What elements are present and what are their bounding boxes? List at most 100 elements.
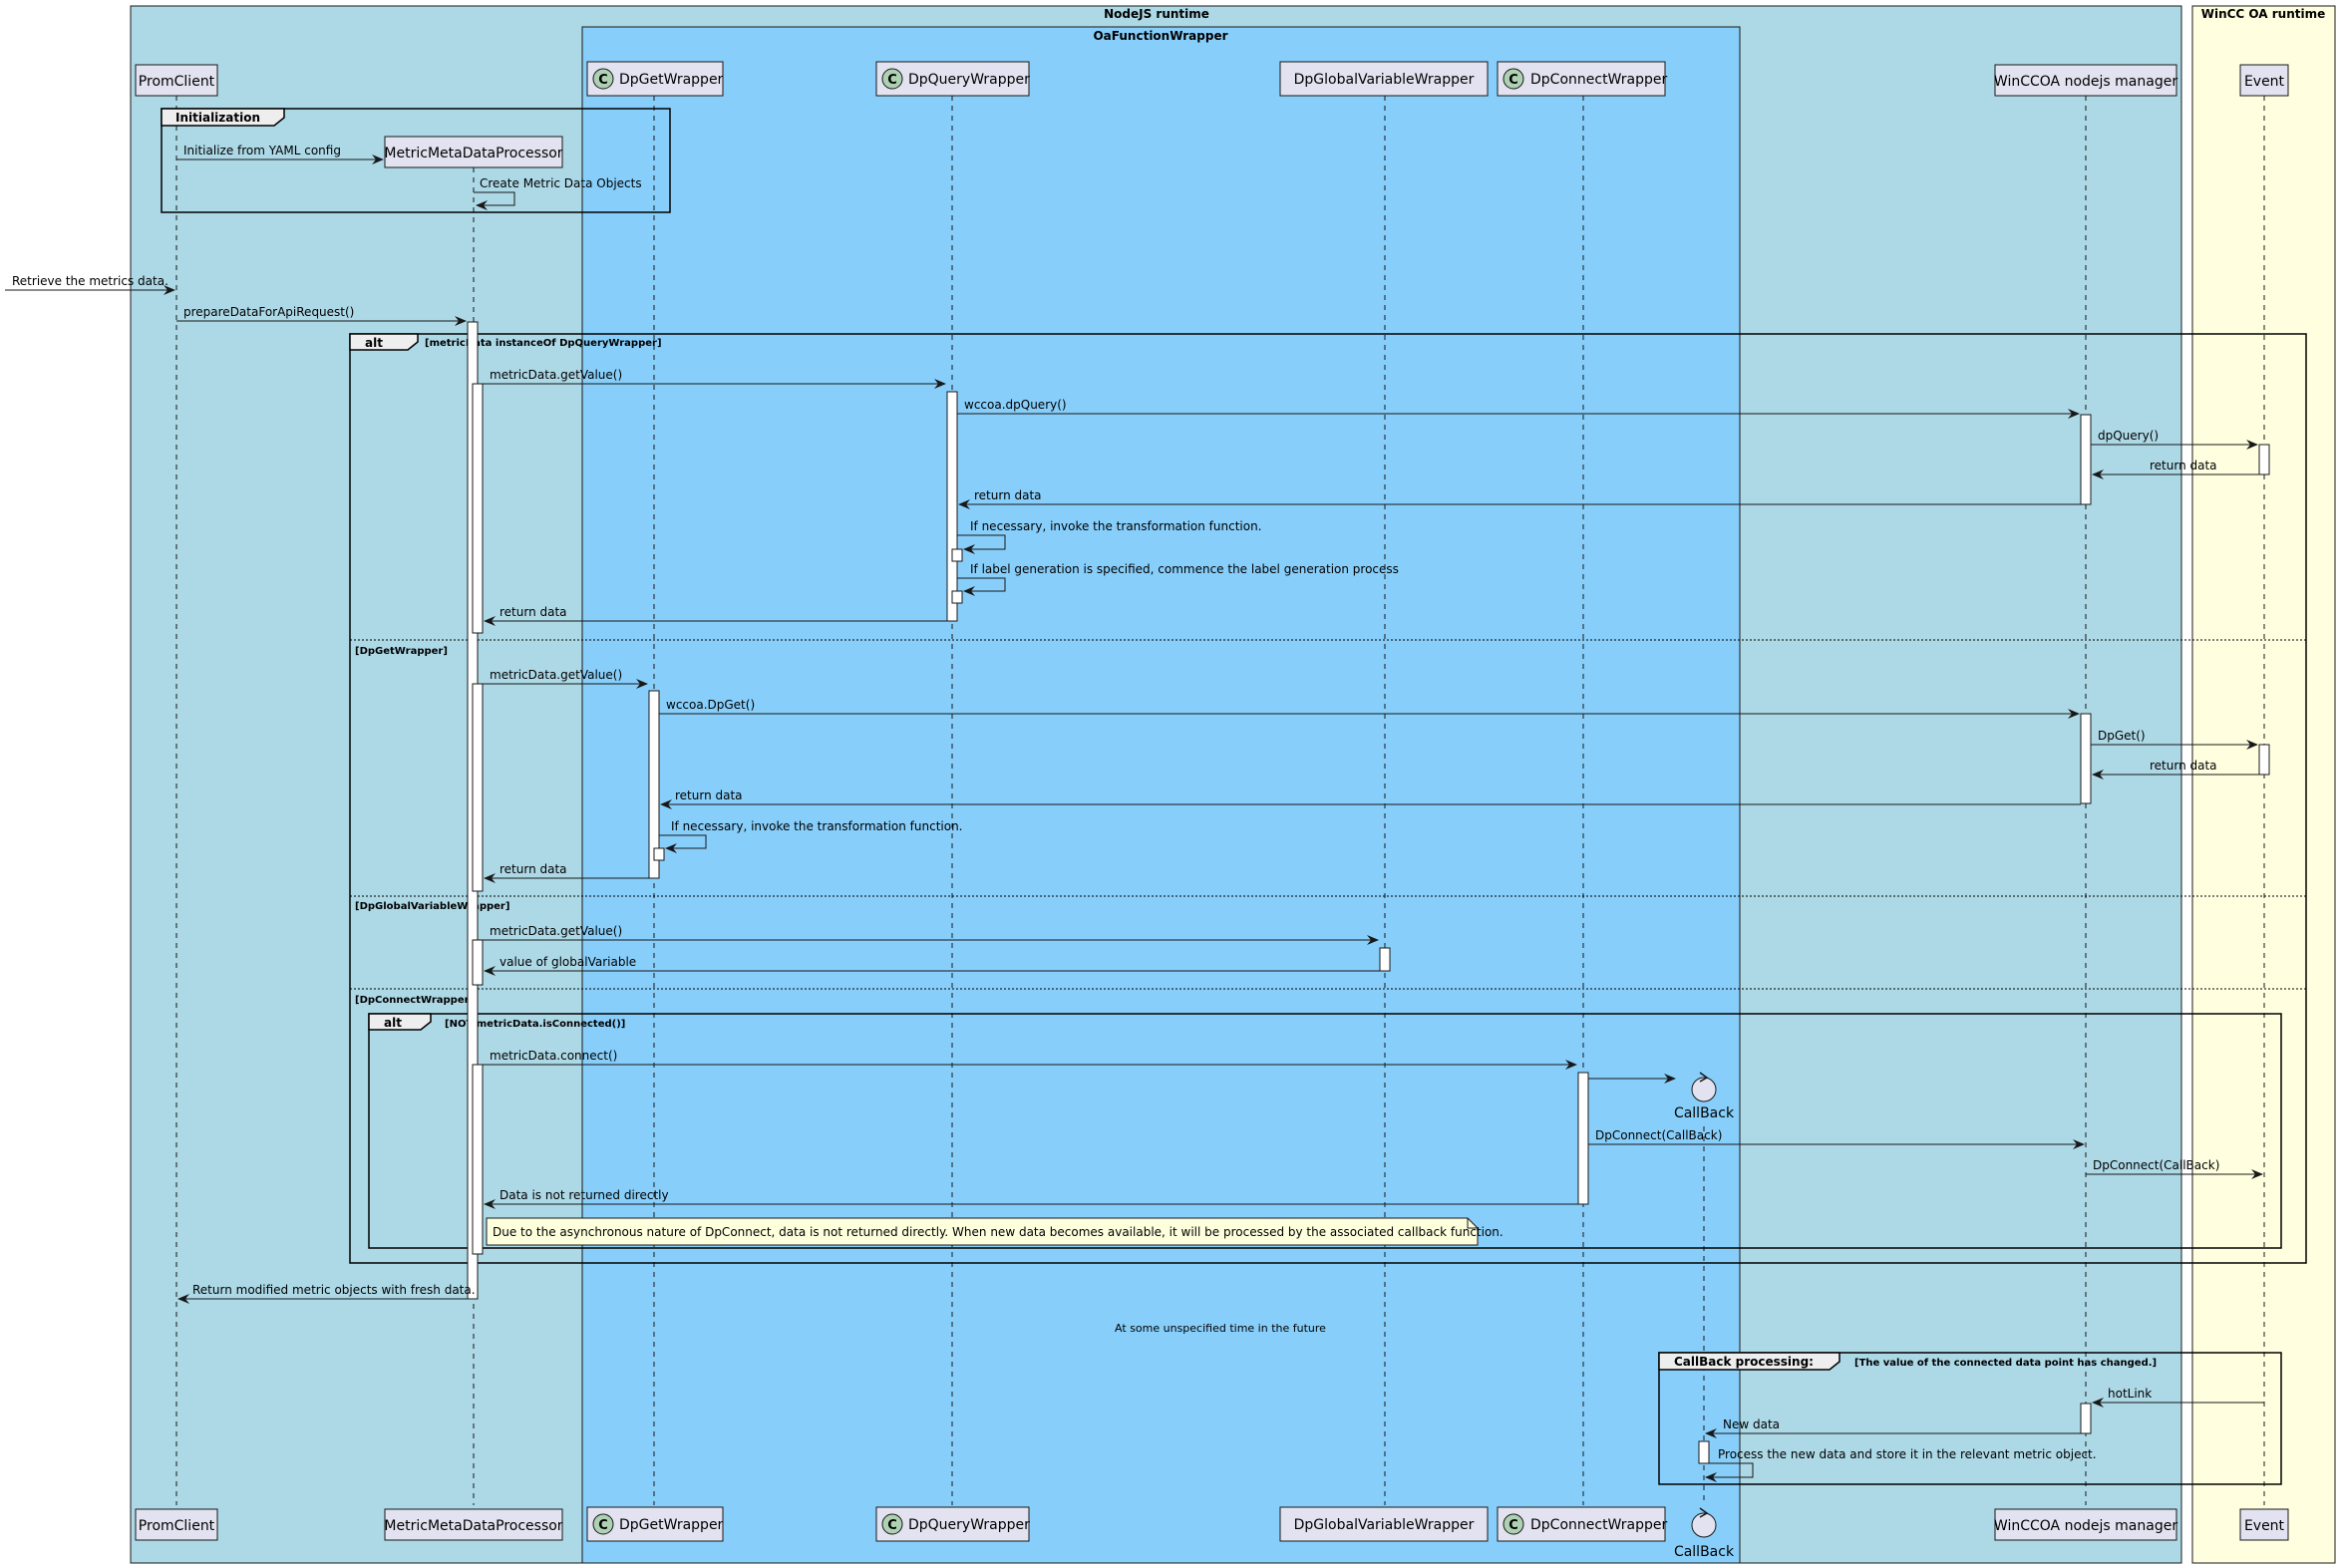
- participant-dpquery-bottom[interactable]: C DpQueryWrapper: [875, 1506, 1030, 1542]
- msg-label: wccoa.DpGet(): [666, 698, 755, 712]
- msg-label: metricData.getValue(): [490, 368, 622, 382]
- alt-guard-connect: [DpConnectWrapper]: [355, 995, 474, 1006]
- activation-manager-hotlink: [2080, 1403, 2092, 1434]
- msg-label: prepareDataForApiRequest(): [183, 305, 354, 319]
- alt-guard-global: [DpGlobalVariableWrapper]: [355, 901, 509, 912]
- participant-manager-top[interactable]: WinCCOA nodejs manager: [1994, 64, 2177, 97]
- participant-callback-created[interactable]: CallBack: [1674, 1072, 1735, 1121]
- class-badge-letter: C: [887, 73, 897, 88]
- msg-arrow-self: [957, 534, 1006, 554]
- participant-label: CallBack: [1674, 1544, 1735, 1560]
- class-badge-letter: C: [598, 73, 608, 88]
- activation-metricmeta-dpget: [472, 683, 484, 892]
- alt-guard-dpget: [DpGetWrapper]: [355, 646, 448, 657]
- alt-guard: [NOT metricData.isConnected()]: [445, 1019, 625, 1030]
- activation-dpquery-transform: [951, 548, 963, 562]
- participant-label: DpGlobalVariableWrapper: [1294, 1517, 1475, 1533]
- msg-label: Process the new data and store it in the…: [1718, 1447, 2097, 1461]
- participant-promclient-top[interactable]: PromClient: [135, 64, 218, 97]
- group-alt-inner: alt [NOT metricData.isConnected()]: [368, 1013, 2282, 1249]
- participant-label: DpGetWrapper: [619, 1517, 724, 1533]
- participant-label: DpConnectWrapper: [1530, 1517, 1667, 1533]
- msg-label: If label generation is specified, commen…: [970, 562, 1399, 576]
- delay-label: At some unspecified time in the future: [1115, 1322, 1326, 1335]
- activation-manager-query: [2080, 414, 2092, 505]
- group-callback-processing: CallBack processing: [The value of the c…: [1658, 1352, 2282, 1485]
- participant-label: WinCCOA nodejs manager: [1994, 74, 2177, 90]
- class-badge-icon: [592, 1513, 614, 1535]
- msg-label: If necessary, invoke the transformation …: [671, 819, 963, 833]
- msg-label: DpConnect(CallBack): [1595, 1128, 1722, 1142]
- async-note: Due to the asynchronous nature of DpConn…: [486, 1217, 1504, 1246]
- box-oafunction-wrapper: OaFunctionWrapper: [581, 26, 1741, 1564]
- participant-dpglobal-top[interactable]: DpGlobalVariableWrapper: [1279, 61, 1489, 97]
- group-label: Initialization: [175, 111, 260, 125]
- participant-metricmeta-bottom[interactable]: MetricMetaDataProcessor: [384, 1508, 563, 1541]
- participant-manager-bottom[interactable]: WinCCOA nodejs manager: [1994, 1508, 2177, 1541]
- msg-label: Initialize from YAML config: [183, 144, 341, 157]
- participant-label: MetricMetaDataProcessor: [384, 1518, 562, 1534]
- msg-label: hotLink: [2108, 1387, 2152, 1401]
- msg-label: metricData.connect(): [490, 1049, 617, 1063]
- participant-event-bottom[interactable]: Event: [2239, 1508, 2289, 1541]
- control-icon: [1691, 1077, 1717, 1102]
- class-badge-icon: [881, 68, 903, 90]
- msg-arrow-self: [957, 577, 1006, 596]
- msg-label: return data: [500, 862, 567, 876]
- participant-label: DpQueryWrapper: [908, 72, 1030, 88]
- msg-label: return data: [2150, 459, 2217, 472]
- group-label: CallBack processing:: [1674, 1355, 1814, 1369]
- alt-label: alt: [384, 1016, 402, 1030]
- messages: Initialize from YAML config Create Metri…: [5, 144, 2264, 1482]
- participant-dpglobal-bottom[interactable]: DpGlobalVariableWrapper: [1279, 1506, 1489, 1542]
- activation-dpquery: [946, 391, 958, 622]
- msg-label: return data: [500, 605, 567, 619]
- activation-dpconnect: [1577, 1072, 1589, 1205]
- participant-label: Event: [2244, 1518, 2285, 1534]
- class-badge-letter: C: [1508, 1518, 1518, 1533]
- msg-label: New data: [1723, 1417, 1780, 1431]
- class-badge-letter: C: [887, 1518, 897, 1533]
- activation-event-dpget: [2258, 744, 2270, 776]
- participant-dpget-bottom[interactable]: C DpGetWrapper: [586, 1506, 724, 1542]
- class-badge-icon: [592, 68, 614, 90]
- control-icon: [1691, 1512, 1717, 1538]
- alt-guard-query: [metricData instanceOf DpQueryWrapper]: [425, 338, 662, 349]
- participant-label: PromClient: [139, 74, 215, 90]
- participant-event-top[interactable]: Event: [2239, 64, 2289, 97]
- control-arrow-icon: [1699, 1072, 1709, 1083]
- class-badge-letter: C: [598, 1518, 608, 1533]
- participant-dpget-top[interactable]: C DpGetWrapper: [586, 61, 724, 97]
- activations: [467, 321, 2270, 1464]
- participant-dpconnect-bottom[interactable]: C DpConnectWrapper: [1497, 1506, 1667, 1542]
- participant-metricmeta-created[interactable]: MetricMetaDataProcessor: [384, 136, 563, 168]
- participant-label: DpGlobalVariableWrapper: [1294, 72, 1475, 88]
- participant-dpconnect-top[interactable]: C DpConnectWrapper: [1497, 61, 1667, 97]
- activation-metricmeta-global: [472, 939, 484, 986]
- activation-metricmeta-connect: [472, 1064, 484, 1255]
- participant-promclient-bottom[interactable]: PromClient: [135, 1508, 218, 1541]
- msg-label: If necessary, invoke the transformation …: [970, 519, 1262, 533]
- note-fold-icon: [1467, 1218, 1478, 1229]
- msg-label: Create Metric Data Objects: [480, 176, 642, 190]
- participant-label: DpQueryWrapper: [908, 1517, 1030, 1533]
- participant-callback-bottom[interactable]: CallBack: [1674, 1507, 1735, 1560]
- msg-label: DpConnect(CallBack): [2093, 1158, 2219, 1172]
- box-oafunction-label: OaFunctionWrapper: [1093, 29, 1227, 43]
- class-badge-letter: C: [1508, 73, 1518, 88]
- participant-label: DpGetWrapper: [619, 72, 724, 88]
- group-guard: [The value of the connected data point h…: [1854, 1358, 2157, 1369]
- msg-arrow-self: [659, 834, 707, 853]
- msg-arrow-self: [1705, 1462, 1754, 1482]
- group-initialization: Initialization: [161, 108, 671, 213]
- box-nodejs-label: NodeJS runtime: [1104, 7, 1209, 21]
- msg-label: Return modified metric objects with fres…: [192, 1283, 476, 1297]
- box-wincc-label: WinCC OA runtime: [2201, 7, 2326, 21]
- participant-label: Event: [2244, 74, 2285, 90]
- participant-dpquery-top[interactable]: C DpQueryWrapper: [875, 61, 1030, 97]
- note-text: Due to the asynchronous nature of DpConn…: [493, 1225, 1504, 1239]
- alt-label: alt: [365, 336, 383, 350]
- msg-arrow-self: [474, 191, 515, 210]
- msg-label: value of globalVariable: [500, 955, 636, 969]
- activation-dpget: [648, 690, 660, 879]
